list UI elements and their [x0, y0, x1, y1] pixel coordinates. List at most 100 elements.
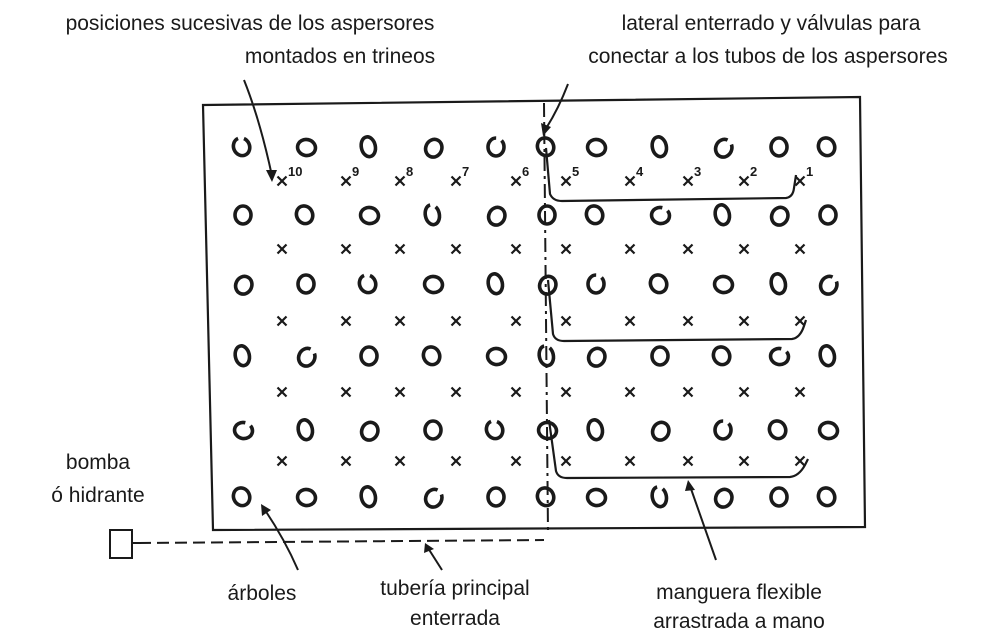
- trees-pointer: [264, 509, 299, 571]
- position-number-3: 3: [694, 164, 701, 179]
- tree-icon: [769, 272, 788, 296]
- buried-lateral: [543, 102, 549, 534]
- tree-icon: [423, 137, 444, 159]
- tree-icon: [423, 419, 443, 441]
- sprinkler-position-icon: [394, 455, 406, 467]
- tree-icon: [818, 344, 837, 368]
- tree-icon: [233, 344, 252, 368]
- sprinkler-position-icon: [276, 386, 288, 398]
- tree-icon: [537, 274, 558, 296]
- sprinkler-position-icon: [276, 175, 288, 187]
- position-number-5: 5: [572, 164, 579, 179]
- tree-icon: [535, 136, 556, 158]
- sprinkler-position-icon: [794, 243, 806, 255]
- main-pipe-label-line1: tubería principal: [380, 577, 529, 600]
- tree-icon: [713, 137, 734, 159]
- sprinkler-position-icon: [450, 315, 462, 327]
- sprinkler-position-icon: [560, 315, 572, 327]
- sprinkler-position-icon: [738, 243, 750, 255]
- tree-icon: [294, 204, 315, 226]
- sprinkler-position-icon: [738, 455, 750, 467]
- tree-icon: [233, 274, 254, 296]
- field-boundary: [201, 95, 867, 532]
- tree-icon: [359, 485, 378, 509]
- sprinkler-positions: [276, 175, 806, 467]
- sprinkler-position-icon: [560, 243, 572, 255]
- sprinkler-position-icon: [560, 455, 572, 467]
- main-pipe-label-line2: enterrada: [410, 607, 500, 630]
- trees-label: árboles: [228, 582, 297, 605]
- lateral-label-line1: lateral enterrado y válvulas para: [622, 12, 921, 35]
- sprinkler-position-icon: [394, 386, 406, 398]
- tree-icon: [295, 137, 318, 158]
- sprinkler-position-icon: [450, 243, 462, 255]
- hose-label-line2: arrastrada a mano: [653, 610, 825, 633]
- sprinkler-position-icon: [276, 243, 288, 255]
- tree-icon: [650, 485, 669, 509]
- callout-arrows: [243, 79, 717, 571]
- pump-icon: [109, 529, 133, 559]
- tree-icon: [359, 345, 379, 367]
- position-number-6: 6: [522, 164, 529, 179]
- sprinkler-position-icon: [394, 243, 406, 255]
- position-number-8: 8: [406, 164, 413, 179]
- sprinkler-position-icon: [682, 175, 694, 187]
- sprinkler-position-icon: [794, 455, 806, 467]
- tree-icon: [231, 136, 252, 158]
- sprinkler-position-icon: [450, 455, 462, 467]
- tree-icon: [767, 419, 788, 441]
- sprinkler-position-icon: [560, 386, 572, 398]
- sprinkler-position-icon: [340, 386, 352, 398]
- pump-label-line2: ó hidrante: [51, 484, 144, 507]
- sprinkler-position-icon: [682, 386, 694, 398]
- position-number-10: 10: [288, 164, 302, 179]
- sprinkler-position-icon: [794, 386, 806, 398]
- tree-icon: [769, 205, 790, 227]
- sprinkler-position-icon: [624, 386, 636, 398]
- tree-icon: [586, 418, 605, 442]
- hose-pointer: [689, 485, 717, 561]
- sprinkler-position-icon: [738, 386, 750, 398]
- sprinkler-positions-label-line1: posiciones sucesivas de los aspersores: [66, 12, 435, 35]
- tree-icon: [586, 273, 606, 295]
- tree-icon: [535, 486, 556, 508]
- trees: [231, 135, 840, 509]
- sprinkler-position-icon: [340, 455, 352, 467]
- main-pipe: [138, 539, 545, 544]
- tree-icon: [357, 273, 378, 295]
- sprinkler-position-icon: [738, 175, 750, 187]
- tree-icon: [422, 274, 445, 295]
- position-number-9: 9: [352, 164, 359, 179]
- flexible-hoses: [544, 147, 809, 480]
- sprinkler-position-icon: [794, 175, 806, 187]
- sprinkler-position-icon: [276, 455, 288, 467]
- sprinkler-position-icon: [340, 175, 352, 187]
- tree-icon: [296, 346, 317, 368]
- tree-icon: [423, 203, 442, 227]
- position-number-4: 4: [636, 164, 644, 179]
- tree-icon: [711, 345, 732, 367]
- lateral-label-line2: conectar a los tubos de los aspersores: [588, 45, 948, 68]
- sprinkler-position-icon: [510, 386, 522, 398]
- tree-icon: [485, 346, 508, 367]
- sprinkler-position-icon: [510, 243, 522, 255]
- sprinkler-position-icon: [340, 243, 352, 255]
- tree-icon: [296, 418, 315, 442]
- sprinkler-position-icon: [682, 315, 694, 327]
- sprinkler-position-icon: [682, 455, 694, 467]
- tree-icon: [585, 137, 608, 158]
- tree-icon: [713, 487, 734, 509]
- sprinkler-position-icon: [624, 175, 636, 187]
- tree-icon: [359, 420, 380, 442]
- tree-icon: [584, 204, 605, 226]
- tree-icon: [818, 274, 839, 296]
- sprinkler-positions-pointer: [243, 79, 273, 177]
- tree-icon: [423, 487, 444, 509]
- position-number-2: 2: [750, 164, 757, 179]
- tree-icon: [295, 487, 318, 508]
- sprinkler-position-icon: [510, 175, 522, 187]
- sprinkler-position-icon: [394, 175, 406, 187]
- hose-row-2: [546, 279, 808, 343]
- tree-icon: [650, 420, 671, 442]
